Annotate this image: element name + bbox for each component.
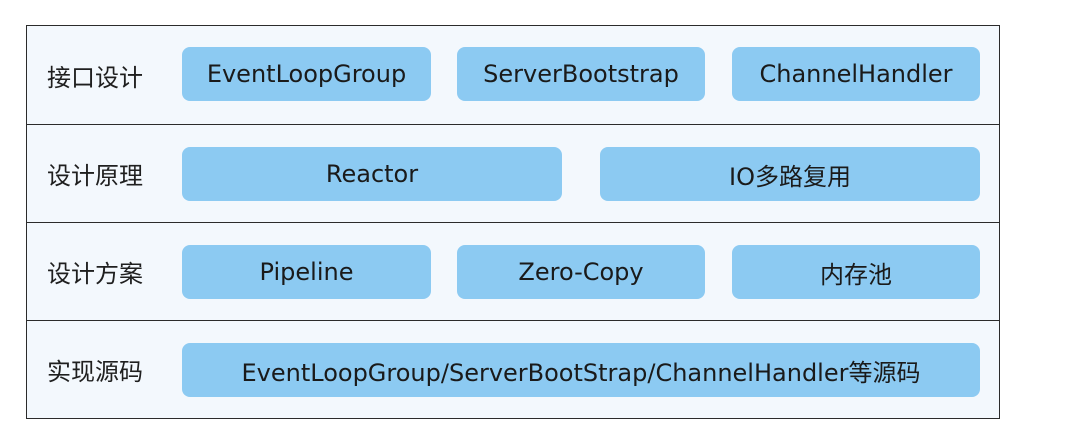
block-reactor: Reactor (182, 147, 562, 201)
row-label: 设计原理 (47, 162, 143, 190)
block-source-code: EventLoopGroup/ServerBootStrap/ChannelHa… (182, 343, 980, 397)
block-pipeline: Pipeline (182, 245, 431, 299)
block-zero-copy: Zero-Copy (457, 245, 705, 299)
block-channelhandler: ChannelHandler (732, 47, 980, 101)
row-design-scheme: 设计方案 Pipeline Zero-Copy 内存池 (27, 222, 999, 320)
row-label: 设计方案 (47, 260, 143, 288)
block-io-multiplexing: IO多路复用 (600, 147, 980, 201)
architecture-diagram: 接口设计 EventLoopGroup ServerBootstrap Chan… (26, 25, 1000, 419)
row-interface-design: 接口设计 EventLoopGroup ServerBootstrap Chan… (27, 26, 999, 124)
block-memory-pool: 内存池 (732, 245, 980, 299)
row-label: 接口设计 (47, 63, 143, 92)
row-label: 实现源码 (47, 358, 143, 386)
row-design-principle: 设计原理 Reactor IO多路复用 (27, 124, 999, 222)
block-serverbootstrap: ServerBootstrap (457, 47, 705, 101)
row-implementation-source: 实现源码 EventLoopGroup/ServerBootStrap/Chan… (27, 320, 999, 418)
block-eventloopgroup: EventLoopGroup (182, 47, 431, 101)
